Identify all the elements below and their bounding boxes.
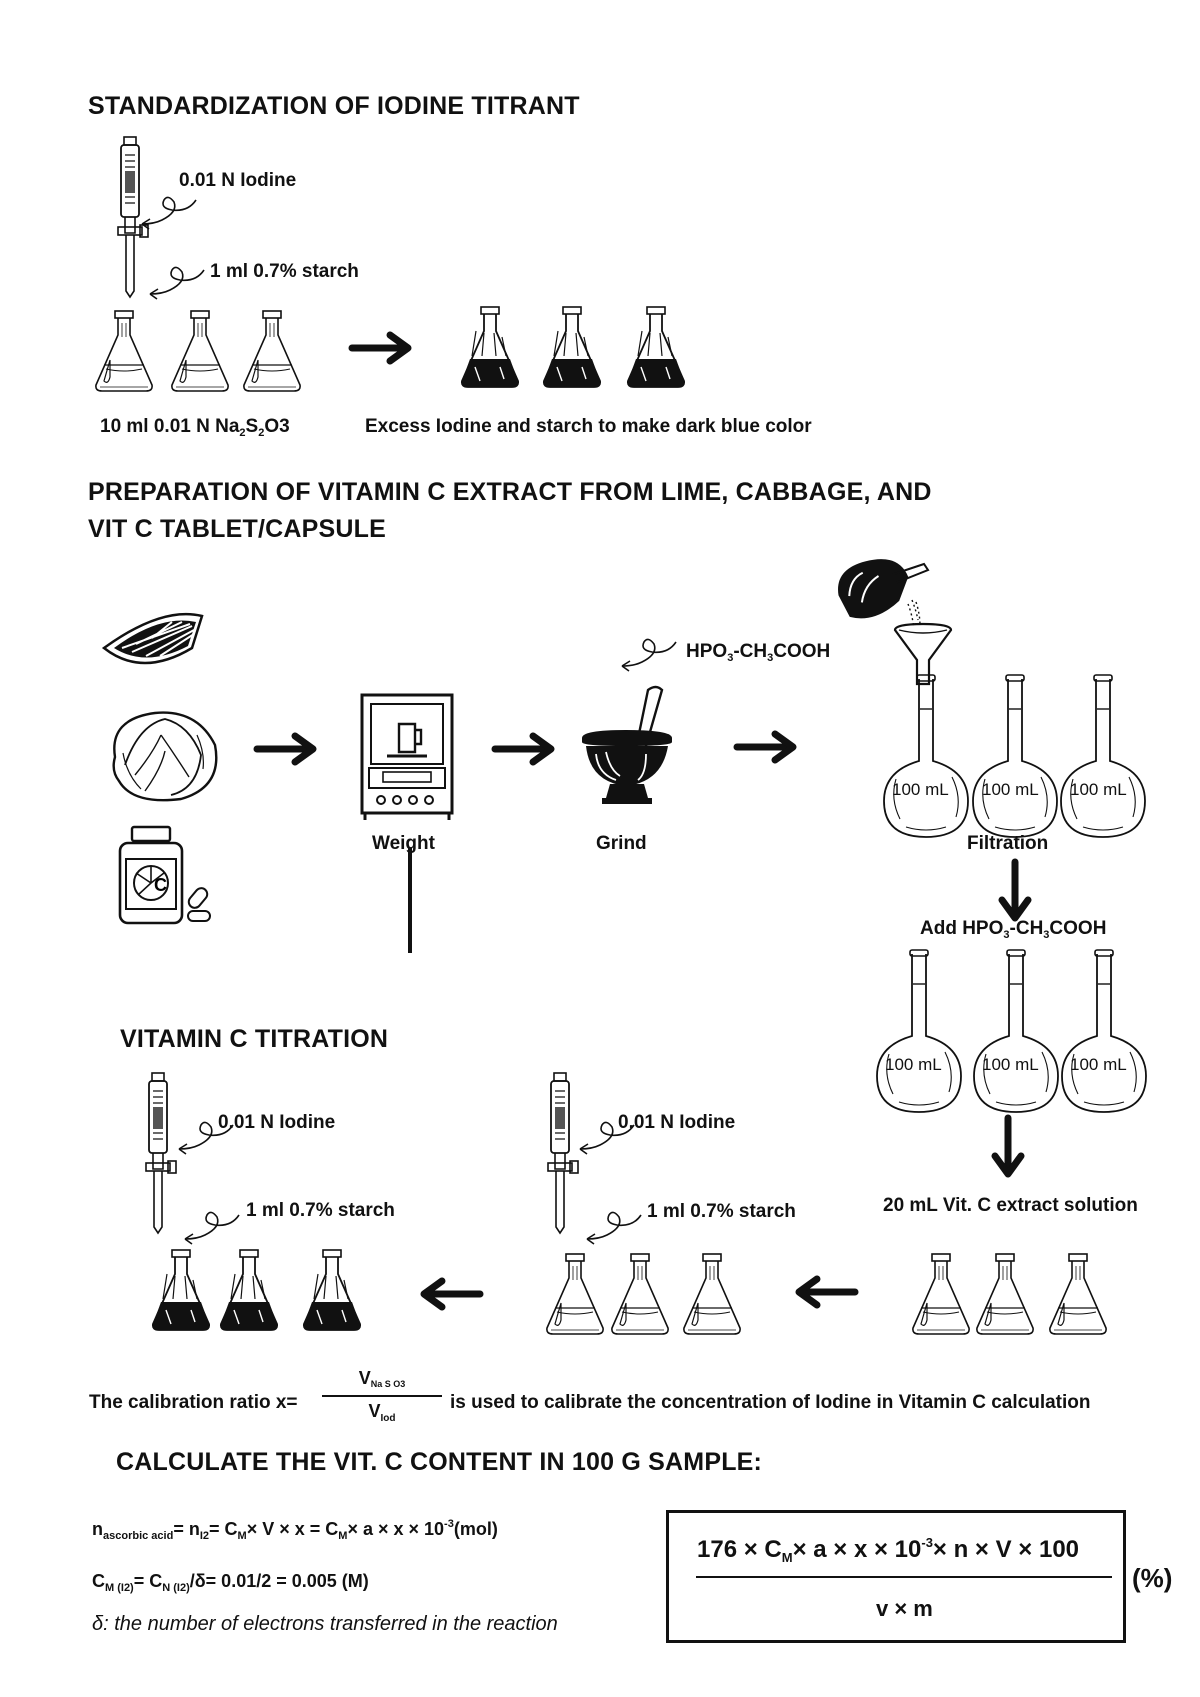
arrow-right-icon <box>735 747 805 777</box>
flask-empty-icon <box>912 1253 970 1335</box>
curly-arrow-icon <box>586 1211 642 1245</box>
flask-empty-icon <box>611 1253 669 1335</box>
flask-dark-icon <box>542 306 602 388</box>
flask-volume-label: 100 mL <box>1070 1055 1127 1074</box>
arrow-right-icon <box>350 348 420 378</box>
flask-dark-icon <box>302 1249 362 1331</box>
volumetric-flask-icon <box>1061 949 1147 1113</box>
svg-text:C: C <box>154 875 167 895</box>
calibration-fraction: VNa S O3 VIod <box>322 1368 442 1424</box>
titration-title: VITAMIN C TITRATION <box>120 1025 389 1053</box>
weight-label: Weight <box>372 833 435 854</box>
flask-dark-icon <box>151 1249 211 1331</box>
flask-dark-icon <box>219 1249 279 1331</box>
arrow-down-icon <box>993 1114 1023 1184</box>
calibration-text-before: The calibration ratio x= <box>89 1392 298 1413</box>
volumetric-flask-icon <box>876 949 962 1113</box>
result-formula-box <box>666 1510 1126 1643</box>
volumetric-flask-icon <box>883 674 969 838</box>
pouring-mortar-icon <box>838 559 930 629</box>
flask-dark-icon <box>460 306 520 388</box>
result-percent: (%) <box>1132 1563 1173 1593</box>
grind-label: Grind <box>596 833 647 854</box>
curly-arrow-icon <box>141 196 197 230</box>
result-denominator: v × m <box>876 1596 933 1621</box>
arrow-right-icon <box>493 749 563 779</box>
add-hpo-label: Add HPO3-CH3COOH <box>920 918 1107 941</box>
flask-volume-label: 100 mL <box>885 1055 942 1074</box>
cabbage-icon <box>112 711 218 802</box>
delta-note: δ: the number of electrons transferred i… <box>92 1613 558 1635</box>
n-ascorbic-formula: nascorbic acid= nI2= CM× V × x = CM× a ×… <box>92 1518 498 1542</box>
na2s2o3-label: 10 ml 0.01 N Na2S2O3 <box>100 416 290 439</box>
cm-formula: CM (I2)= CN (I2)/δ= 0.01/2 = 0.005 (M) <box>92 1571 369 1594</box>
extract-solution-label: 20 mL Vit. C extract solution <box>883 1195 1138 1216</box>
flask-empty-icon <box>171 310 229 392</box>
flask-volume-label: 100 mL <box>982 780 1039 799</box>
flask-empty-icon <box>546 1253 604 1335</box>
flask-volume-label: 100 mL <box>1070 780 1127 799</box>
flask-dark-icon <box>626 306 686 388</box>
lime-icon <box>101 612 204 665</box>
preparation-title-line2: VIT C TABLET/CAPSULE <box>88 515 386 543</box>
result-fraction-line <box>696 1576 1112 1578</box>
connector-line <box>408 848 412 953</box>
flask-empty-icon <box>1049 1253 1107 1335</box>
result-numerator: 176 × CM× a × x × 10-3× n × V × 100 <box>697 1535 1080 1565</box>
iodine-label: 0.01 N Iodine <box>179 170 297 191</box>
arrow-left-icon <box>420 1294 490 1324</box>
starch-label: 1 ml 0.7% starch <box>246 1200 395 1221</box>
arrow-left-icon <box>795 1292 865 1322</box>
excess-label: Excess Iodine and starch to make dark bl… <box>365 416 812 437</box>
volumetric-flask-icon <box>973 949 1059 1113</box>
funnel-icon <box>893 622 953 686</box>
flask-empty-icon <box>95 310 153 392</box>
balance-icon <box>360 693 454 820</box>
volumetric-flask-icon <box>1060 674 1146 838</box>
filtration-label: Filtration <box>967 833 1049 854</box>
starch-label: 1 ml 0.7% starch <box>647 1201 796 1222</box>
mortar-pestle-icon <box>582 685 672 804</box>
calibration-text-after: is used to calibrate the concentration o… <box>450 1392 1091 1413</box>
flask-empty-icon <box>683 1253 741 1335</box>
flask-volume-label: 100 mL <box>892 780 949 799</box>
flask-empty-icon <box>243 310 301 392</box>
vitamin-bottle-icon: C <box>118 825 211 925</box>
curly-arrow-icon <box>149 266 205 300</box>
arrow-right-icon <box>255 749 325 779</box>
starch-label: 1 ml 0.7% starch <box>210 261 359 282</box>
iodine-label: 0.01 N Iodine <box>618 1112 736 1133</box>
iodine-label: 0.01 N Iodine <box>218 1112 336 1133</box>
curly-arrow-icon <box>621 638 677 672</box>
hpo-label: HPO3-CH3COOH <box>686 641 831 664</box>
volumetric-flask-icon <box>972 674 1058 838</box>
preparation-title-line1: PREPARATION OF VITAMIN C EXTRACT FROM LI… <box>88 478 932 506</box>
flask-empty-icon <box>976 1253 1034 1335</box>
flask-volume-label: 100 mL <box>982 1055 1039 1074</box>
standardization-title: STANDARDIZATION OF IODINE TITRANT <box>88 92 580 120</box>
calculate-title: CALCULATE THE VIT. C CONTENT IN 100 G SA… <box>116 1448 763 1476</box>
